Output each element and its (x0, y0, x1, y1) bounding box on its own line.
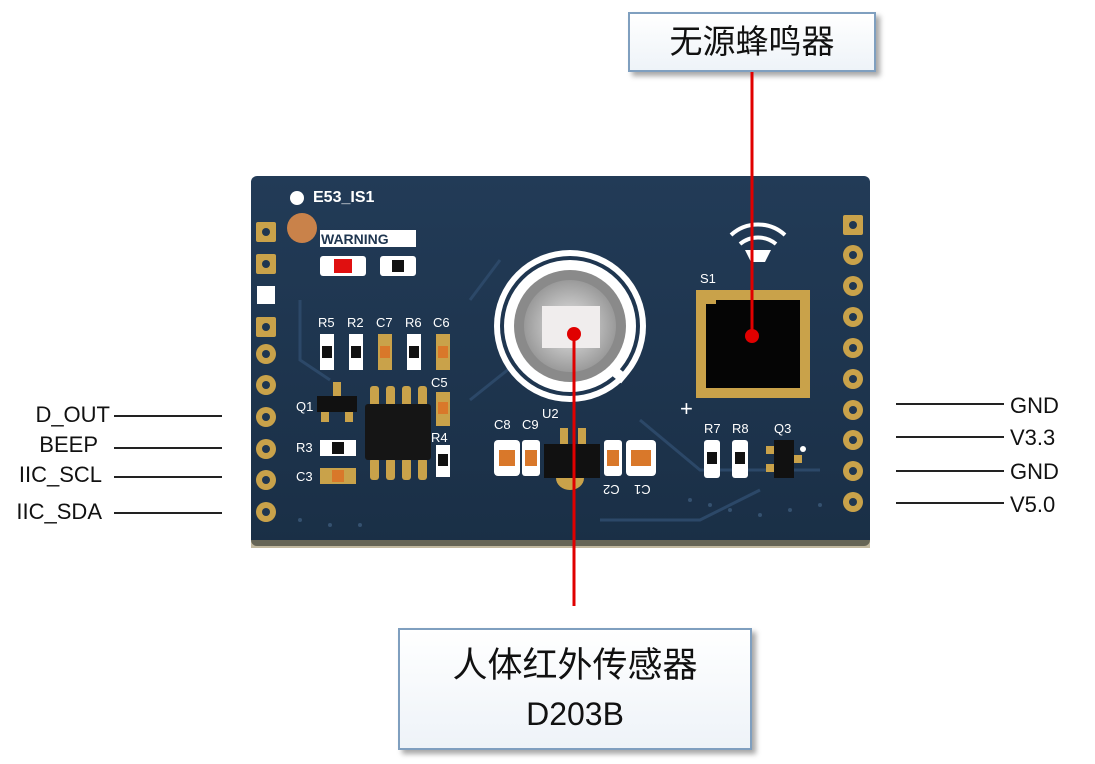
label-c1: C1 (634, 482, 651, 497)
buzzer-callout: 无源蜂鸣器 (628, 12, 876, 72)
label-c9: C9 (522, 417, 539, 432)
label-c2: C2 (603, 482, 620, 497)
lead-gnd-2 (896, 470, 1004, 472)
pin-label-v3-3: V3.3 (1010, 425, 1056, 450)
pcb-edge (251, 540, 870, 548)
label-r8: R8 (732, 421, 749, 436)
pin-label-gnd-1: GND (1010, 393, 1059, 418)
lead-iic-scl (114, 476, 222, 478)
lead-beep (114, 447, 222, 449)
buzzer-callout-label: 无源蜂鸣器 (669, 22, 835, 61)
pin-label-d-out: D_OUT (35, 402, 110, 427)
pin-label-v5-0: V5.0 (1010, 492, 1056, 517)
q3-transistor (774, 440, 794, 478)
buzzer-pointer-dot (745, 329, 759, 343)
op-amp-chip (365, 386, 431, 480)
sensor-callout: 人体红外传感器 D203B (398, 628, 752, 750)
label-plus: + (680, 396, 693, 421)
label-c6: C6 (433, 315, 450, 330)
lead-gnd-1 (896, 403, 1004, 405)
label-r6: R6 (405, 315, 422, 330)
lead-v5-0 (896, 502, 1004, 504)
pin-label-iic-scl: IIC_SCL (18, 462, 102, 487)
label-c3: C3 (296, 469, 313, 484)
silk-dot (290, 191, 304, 205)
label-s1: S1 (700, 271, 716, 286)
label-u2: U2 (542, 406, 559, 421)
warning-label: WARNING (321, 231, 389, 247)
label-r5: R5 (318, 315, 335, 330)
label-q3: Q3 (774, 421, 792, 436)
pcb-vias (298, 498, 822, 527)
fiducial-mark (287, 213, 317, 243)
label-c5: C5 (431, 375, 448, 390)
label-q1: Q1 (296, 399, 314, 414)
lead-v3-3 (896, 436, 1004, 438)
sensor-pointer-dot (567, 327, 581, 341)
warning-led (334, 259, 352, 273)
buzzer-silk-icon (729, 222, 787, 246)
pin-label-iic-sda: IIC_SDA (16, 499, 102, 524)
pin-label-gnd-2: GND (1010, 459, 1059, 484)
pin-label-beep: BEEP (39, 432, 98, 457)
label-r2: R2 (347, 315, 364, 330)
left-header-pins (256, 222, 276, 522)
sensor-callout-title: 人体红外传感器 (452, 646, 698, 686)
warning-label-bg (320, 230, 416, 247)
pir-sensor (494, 250, 646, 402)
lead-d-out (114, 415, 222, 417)
board-name: E53_IS1 (313, 189, 375, 206)
label-r7: R7 (704, 421, 721, 436)
sensor-callout-model: D203B (526, 696, 624, 732)
right-header-pins (843, 215, 863, 512)
smd-resistor-row (320, 334, 450, 370)
q1-transistor (317, 396, 357, 412)
lead-iic-sda (114, 512, 222, 514)
label-c8: C8 (494, 417, 511, 432)
label-r4: R4 (431, 430, 448, 445)
label-c7: C7 (376, 315, 393, 330)
u2-regulator (544, 444, 600, 478)
label-r3: R3 (296, 440, 313, 455)
